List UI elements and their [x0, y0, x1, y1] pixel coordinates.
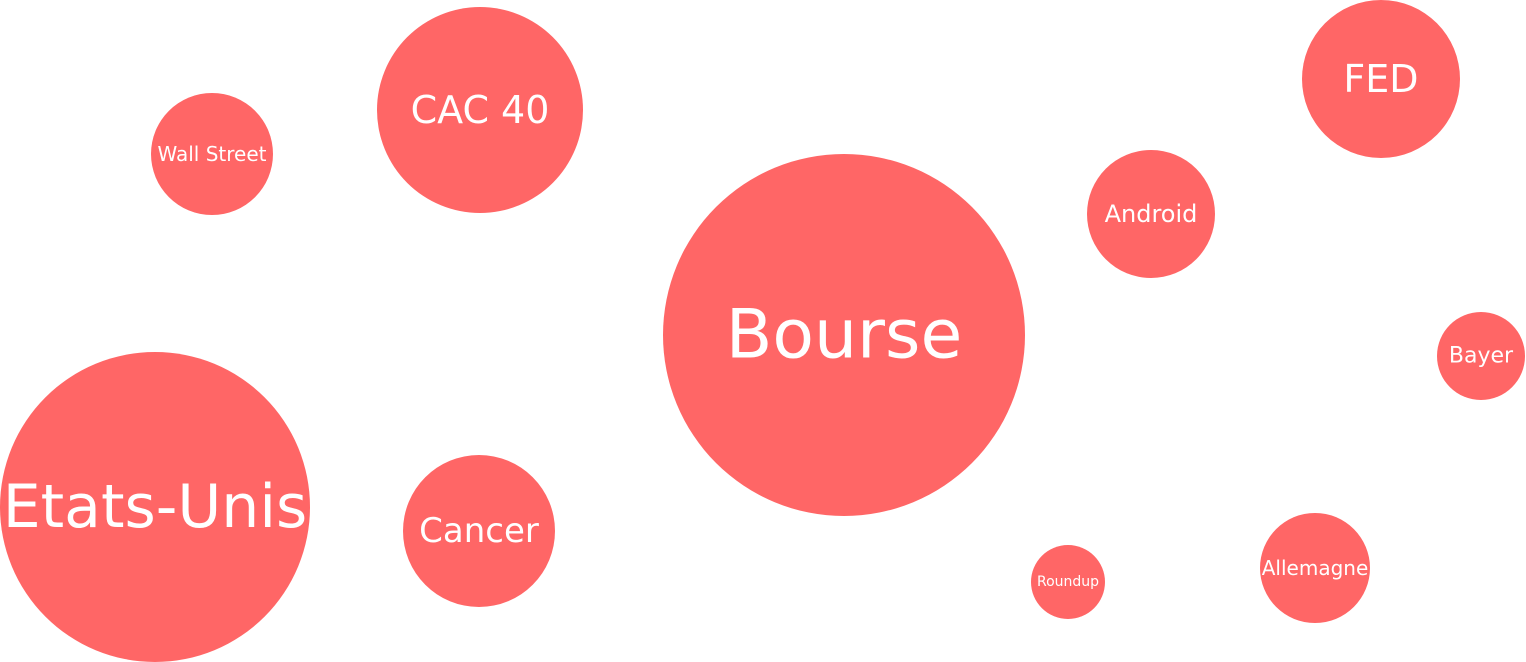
bubble-allemagne[interactable]	[1260, 513, 1370, 623]
bubble-fed[interactable]	[1302, 0, 1460, 158]
bubble-etats-unis[interactable]	[0, 352, 310, 662]
bubble-cancer[interactable]	[403, 455, 555, 607]
bubble-bayer[interactable]	[1437, 312, 1525, 400]
bubble-cac-40[interactable]	[377, 7, 583, 213]
bubble-roundup[interactable]	[1031, 545, 1105, 619]
bubble-android[interactable]	[1087, 150, 1215, 278]
bubble-wall-street[interactable]	[151, 93, 273, 215]
bubble-bourse[interactable]	[663, 154, 1025, 516]
